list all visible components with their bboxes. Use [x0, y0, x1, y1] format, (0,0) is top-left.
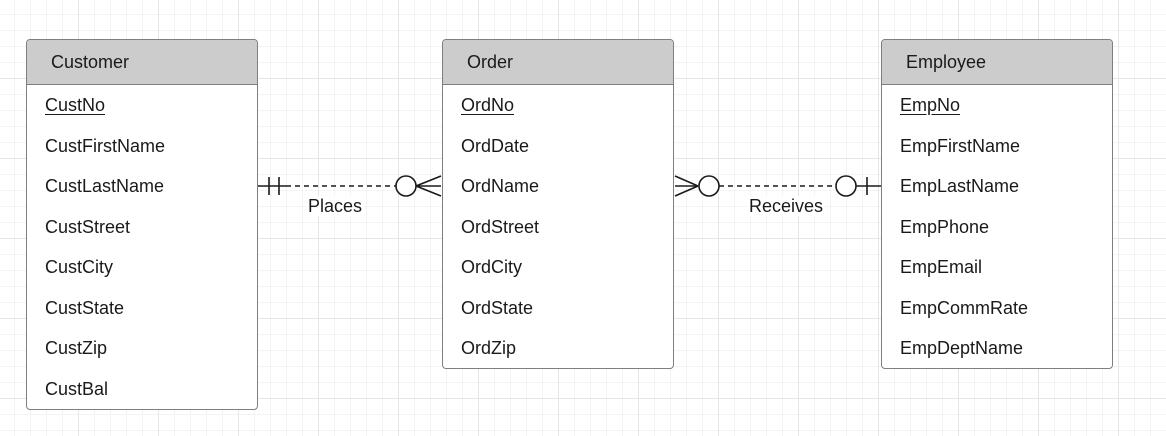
- places-many-prong-bottom: [415, 185, 442, 197]
- employee-attribute-list: EmpNo EmpFirstName EmpLastName EmpPhone …: [882, 85, 1112, 368]
- customer-attribute-custbal: CustBal: [45, 378, 109, 399]
- customer-attribute-custlastname: CustLastName: [45, 176, 165, 196]
- employee-attribute-empfirstname: EmpFirstName: [900, 135, 1021, 156]
- customer-entity-title: Customer: [27, 40, 257, 85]
- customer-attribute-list: CustNo CustFirstName CustLastName CustSt…: [27, 85, 257, 409]
- places-many-prong-top: [415, 175, 442, 187]
- order-attribute-list: OrdNo OrdDate OrdName OrdStreet OrdCity …: [443, 85, 673, 368]
- customer-attribute-custno: CustNo: [45, 95, 106, 115]
- order-entity[interactable]: Order OrdNo OrdDate OrdName OrdStreet Or…: [442, 39, 674, 369]
- order-entity-title: Order: [443, 40, 673, 85]
- order-attribute-orddate: OrdDate: [461, 135, 530, 156]
- order-attribute-ordcity: OrdCity: [461, 257, 523, 277]
- places-zero-circle: [395, 175, 417, 197]
- customer-attribute-custfirstname: CustFirstName: [45, 135, 166, 156]
- customer-entity[interactable]: Customer CustNo CustFirstName CustLastNa…: [26, 39, 258, 410]
- relationship-receives-connector[interactable]: [674, 175, 881, 197]
- order-attribute-ordstreet: OrdStreet: [461, 216, 540, 237]
- employee-attribute-empdeptname: EmpDeptName: [900, 338, 1024, 358]
- receives-many-prong-top: [674, 175, 699, 187]
- employee-attribute-empno: EmpNo: [900, 95, 961, 115]
- receives-many-prong-bottom: [674, 185, 699, 197]
- employee-entity[interactable]: Employee EmpNo EmpFirstName EmpLastName …: [881, 39, 1113, 369]
- order-attribute-ordzip: OrdZip: [461, 338, 517, 358]
- relationship-label-places: Places: [306, 196, 365, 216]
- order-attribute-ordstate: OrdState: [461, 297, 534, 318]
- customer-attribute-custzip: CustZip: [45, 338, 108, 358]
- employee-attribute-emplastname: EmpLastName: [900, 176, 1020, 196]
- employee-entity-title: Employee: [882, 40, 1112, 85]
- customer-attribute-custcity: CustCity: [45, 257, 114, 277]
- receives-zero-circle-order-end: [698, 175, 720, 197]
- customer-attribute-custstate: CustState: [45, 297, 125, 318]
- employee-attribute-empphone: EmpPhone: [900, 216, 990, 237]
- employee-attribute-empcommrate: EmpCommRate: [900, 297, 1029, 318]
- order-attribute-ordname: OrdName: [461, 176, 540, 196]
- order-attribute-ordno: OrdNo: [461, 95, 515, 115]
- relationship-label-receives: Receives: [747, 196, 826, 216]
- employee-attribute-empemail: EmpEmail: [900, 257, 983, 277]
- relationship-places-connector[interactable]: [258, 175, 442, 197]
- customer-attribute-custstreet: CustStreet: [45, 216, 131, 237]
- receives-zero-circle-employee-end: [835, 175, 857, 197]
